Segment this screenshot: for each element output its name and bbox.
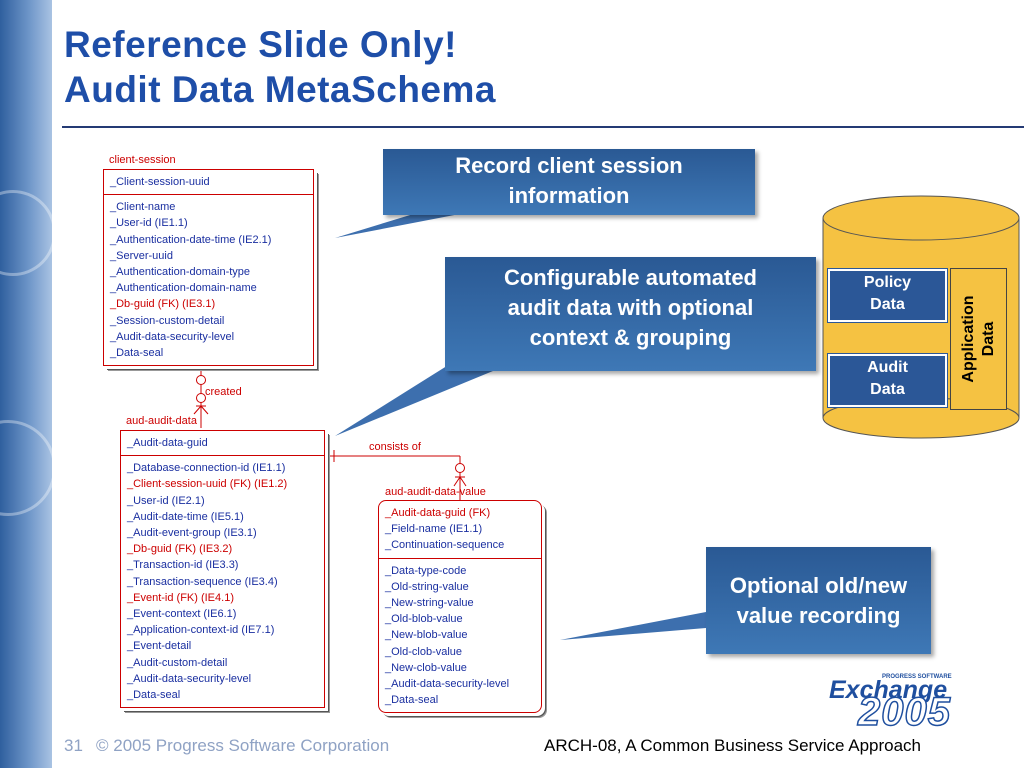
entity-key-section: _Audit-data-guid (FK) _Field-name (IE1.1…: [379, 501, 541, 559]
entity-client-session: _Client-session-uuid _Client-name _User-…: [103, 169, 314, 367]
relationship-consists-of-line: [325, 450, 467, 500]
foreign-key-attribute: _Db-guid (FK) (IE3.1): [110, 298, 216, 311]
entity-name-client-session: client-session: [109, 154, 176, 166]
callout-old-new-value: Optional old/new value recording: [706, 547, 931, 654]
primary-key: _Client-session-uuid: [110, 176, 210, 188]
attribute: _Data-type-code: [385, 564, 467, 577]
attribute: _Audit-data-security-level: [385, 678, 510, 691]
attribute: _Transaction-sequence (IE3.4): [127, 575, 278, 588]
title-line-1: Reference Slide Only!: [64, 24, 457, 65]
attribute: _Authentication-domain-name: [110, 282, 257, 295]
callout-configurable-audit-data: Configurable automated audit data with o…: [445, 257, 816, 371]
attribute: _Data-seal: [127, 689, 181, 702]
entity-attribute-list: _Client-name _User-id (IE1.1) _Authentic…: [104, 195, 313, 365]
title-divider: [62, 126, 1024, 128]
attribute: _Audit-data-security-level: [110, 330, 235, 343]
entity-key-section: _Audit-data-guid: [121, 431, 324, 457]
attribute: _Audit-data-security-level: [127, 672, 252, 685]
foreign-key-attribute: _Db-guid (FK) (IE3.2): [127, 543, 233, 556]
attribute: _New-blob-value: [385, 629, 468, 642]
foreign-key-attribute: _Event-id (FK) (IE4.1): [127, 591, 234, 604]
attribute: _Event-detail: [127, 640, 192, 653]
policy-data-box: Policy Data: [827, 268, 948, 323]
attribute: _Authentication-domain-type: [110, 266, 251, 279]
sidebar-decoration: [0, 0, 56, 768]
attribute: _Old-blob-value: [385, 613, 463, 626]
attribute: _Session-custom-detail: [110, 314, 225, 327]
attribute: _Data-seal: [385, 694, 439, 707]
attribute: _Server-uuid: [110, 249, 173, 262]
primary-key: _Field-name (IE1.1): [385, 523, 483, 536]
callout-pointer-configurable: [335, 364, 510, 436]
callout-text: Configurable automated audit data with o…: [503, 265, 757, 350]
callout-pointer-old-new: [560, 612, 706, 640]
attribute: _Audit-event-group (IE3.1): [127, 527, 257, 540]
logo-exchange: Exchange: [829, 676, 948, 704]
attribute: _Old-string-value: [385, 580, 469, 593]
attribute: _Audit-custom-detail: [127, 656, 228, 669]
policy-data-label: Policy Data: [863, 274, 912, 313]
slide-title: Reference Slide Only! Audit Data MetaSch…: [64, 22, 496, 112]
entity-key-section: _Client-session-uuid: [104, 170, 313, 196]
relationship-label-consists-of: consists of: [369, 441, 421, 453]
audit-data-label: Audit Data: [867, 359, 908, 398]
attribute: _Audit-date-time (IE5.1): [127, 510, 244, 523]
primary-key: _Continuation-sequence: [385, 539, 505, 552]
foreign-key-attribute: _Client-session-uuid (FK) (IE1.2): [127, 478, 288, 491]
attribute: _Database-connection-id (IE1.1): [127, 462, 286, 475]
logo-small-text: PROGRESS SOFTWARE: [882, 674, 952, 680]
attribute: _Old-clob-value: [385, 645, 463, 658]
audit-data-box: Audit Data: [827, 353, 948, 408]
attribute: _Data-seal: [110, 347, 164, 360]
entity-aud-audit-data-value: _Audit-data-guid (FK) _Field-name (IE1.1…: [378, 500, 542, 714]
entity-name-aud-audit-data: aud-audit-data: [126, 415, 197, 427]
primary-key: _Audit-data-guid: [127, 437, 208, 449]
relationship-created-line: [193, 370, 209, 428]
application-data-box: Application Data: [950, 268, 1007, 410]
footer-page-number: 31: [64, 736, 83, 755]
attribute: _Transaction-id (IE3.3): [127, 559, 239, 572]
callout-pointer-session: [335, 212, 470, 238]
entity-attribute-list: _Data-type-code _Old-string-value _New-s…: [379, 559, 541, 713]
attribute: _Authentication-date-time (IE2.1): [110, 233, 272, 246]
footer-copyright: © 2005 Progress Software Corporation: [96, 736, 390, 755]
entity-attribute-list: _Database-connection-id (IE1.1) _Client-…: [121, 456, 324, 707]
title-line-2: Audit Data MetaSchema: [64, 69, 496, 110]
callout-record-client-session: Record client session information: [383, 149, 755, 215]
attribute: _User-id (IE1.1): [110, 217, 188, 230]
entity-aud-audit-data: _Audit-data-guid _Database-connection-id…: [120, 430, 325, 709]
entity-name-aud-audit-data-value: aud-audit-data-value: [385, 486, 486, 498]
attribute: _User-id (IE2.1): [127, 494, 205, 507]
footer-session-title: ARCH-08, A Common Business Service Appro…: [544, 736, 922, 755]
relationship-label-created: created: [205, 386, 242, 398]
attribute: _Event-context (IE6.1): [127, 608, 237, 621]
application-data-label: Application Data: [959, 295, 997, 383]
foreign-key-attribute: _Audit-data-guid (FK): [385, 507, 491, 519]
attribute: _New-clob-value: [385, 661, 467, 674]
attribute: _Client-name: [110, 201, 176, 214]
callout-text: Record client session information: [455, 153, 683, 208]
callout-text: Optional old/new value recording: [729, 573, 908, 628]
attribute: _Application-context-id (IE7.1): [127, 624, 275, 637]
logo-year: 2005: [857, 689, 951, 735]
attribute: _New-string-value: [385, 597, 474, 610]
